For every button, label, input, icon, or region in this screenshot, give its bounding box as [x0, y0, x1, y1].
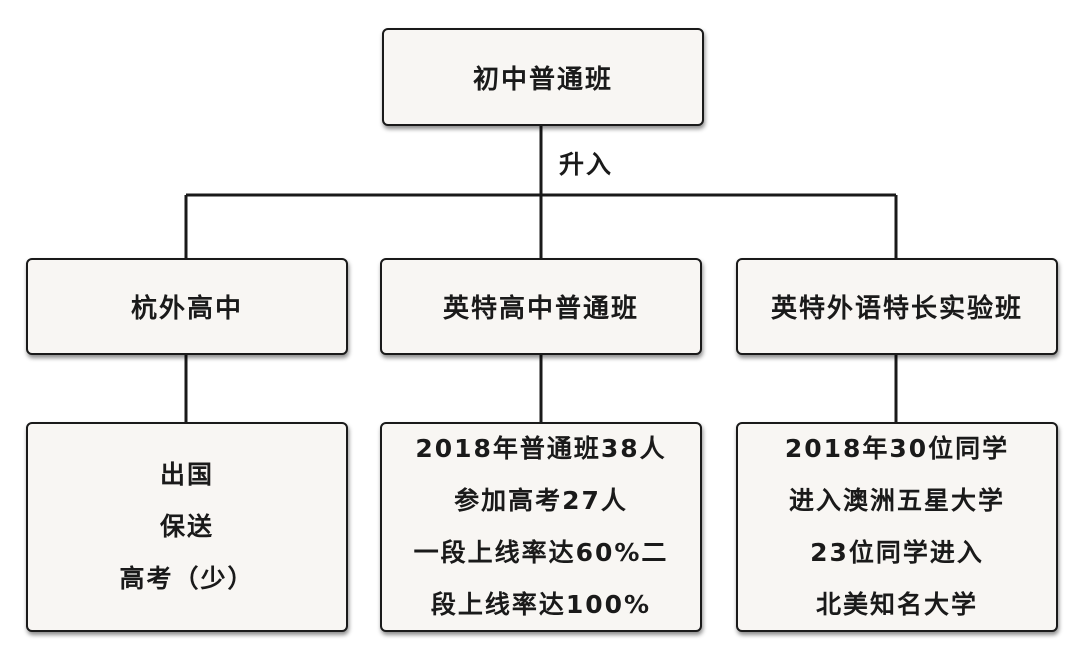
school-node-yingte-regular: 英特高中普通班	[380, 258, 702, 355]
detail-line: 保送	[159, 512, 214, 541]
detail-line: 参加高考27人	[454, 486, 628, 515]
detail-line: 高考（少）	[119, 564, 255, 593]
detail-line: 23位同学进入	[810, 538, 984, 567]
school-node-yingte-language: 英特外语特长实验班	[736, 258, 1058, 355]
detail-node-yingte-language: 2018年30位同学 进入澳洲五星大学 23位同学进入 北美知名大学	[736, 422, 1058, 632]
school-node-label: 杭外高中	[130, 294, 243, 324]
detail-line: 段上线率达100%	[430, 590, 652, 619]
detail-node-hangwai: 出国 保送 高考（少）	[26, 422, 348, 632]
detail-line: 进入澳洲五星大学	[788, 486, 1005, 515]
detail-line: 2018年普通班38人	[415, 434, 667, 463]
school-node-hangwai: 杭外高中	[26, 258, 348, 355]
school-node-label: 英特高中普通班	[442, 294, 639, 324]
detail-line: 出国	[159, 460, 214, 489]
detail-line: 北美知名大学	[815, 590, 978, 619]
root-node-label: 初中普通班	[472, 64, 613, 95]
edge-label-shengru: 升入	[555, 145, 618, 181]
detail-line: 一段上线率达60%二	[413, 538, 669, 567]
detail-line: 2018年30位同学	[784, 434, 1010, 463]
detail-node-yingte-regular: 2018年普通班38人 参加高考27人 一段上线率达60%二 段上线率达100%	[380, 422, 702, 632]
root-node: 初中普通班	[382, 28, 704, 126]
school-node-label: 英特外语特长实验班	[770, 294, 1023, 324]
